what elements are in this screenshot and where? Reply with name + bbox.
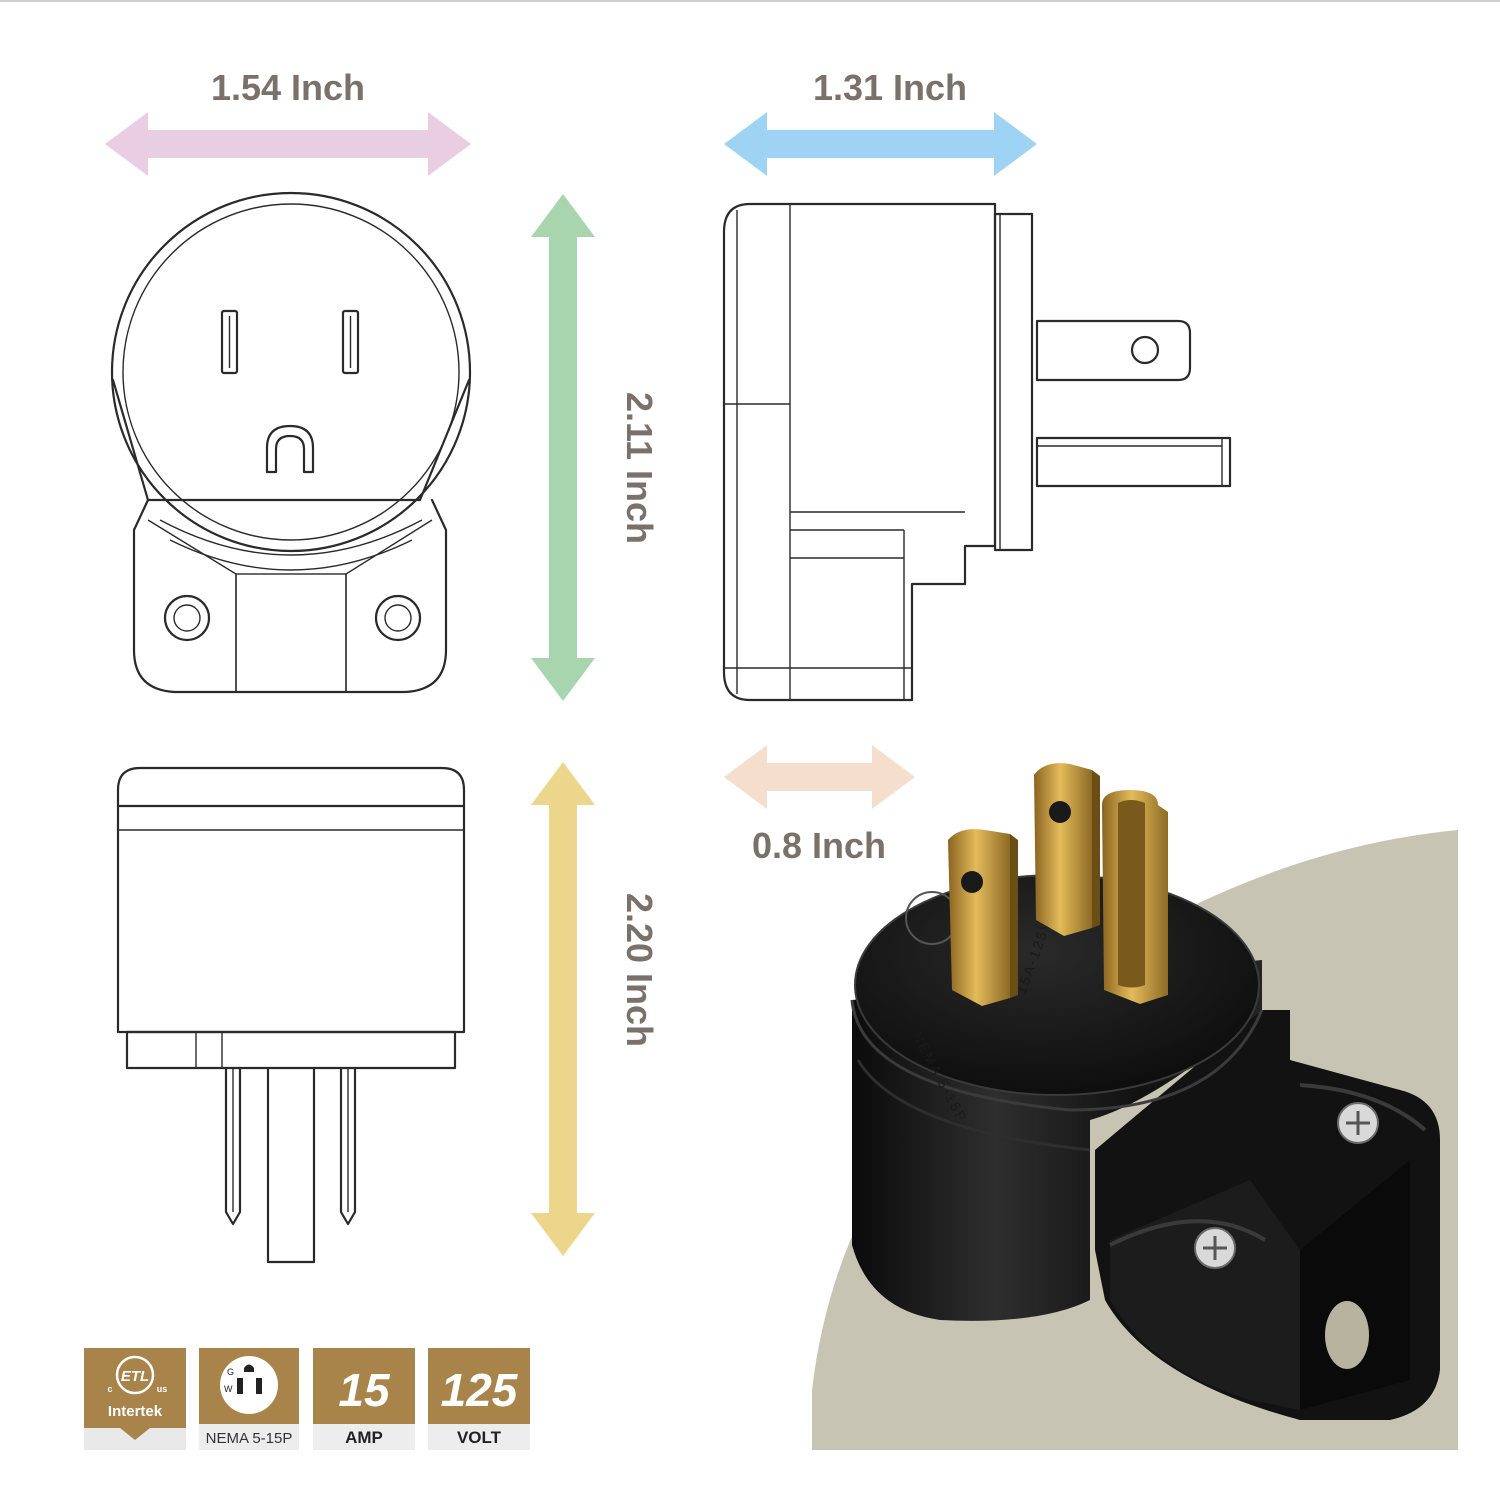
front-width-label: 1.54 Inch	[211, 67, 365, 108]
screw-hole-left	[163, 594, 211, 642]
nema-caption: NEMA 5-15P	[206, 1430, 293, 1447]
product-photo: NEMA 5-15P 15A-125V~	[812, 763, 1458, 1450]
volt-caption: VOLT	[457, 1428, 502, 1447]
bottom-height-label: 2.20 Inch	[619, 893, 660, 1047]
side-width-dimension: 1.31 Inch	[724, 67, 1037, 176]
outlet-slot-left	[220, 309, 239, 375]
bottom-pin-center	[266, 1066, 316, 1264]
gold-ground-pin	[1102, 790, 1168, 1004]
outlet-ground-hole	[265, 424, 315, 474]
etl-intertek-icon: ETL c us Intertek	[107, 1355, 168, 1420]
gold-blade-left	[948, 829, 1018, 1006]
badge-nema: G W NEMA 5-15P	[199, 1348, 299, 1450]
front-height-label: 2.11 Inch	[619, 392, 660, 544]
nema-outlet-icon: G W	[220, 1356, 278, 1414]
bottom-view-drawing	[116, 766, 466, 1264]
side-blade-ground	[1035, 436, 1232, 488]
front-width-arrow	[105, 112, 471, 176]
depth-label: 0.8 Inch	[752, 825, 886, 866]
amp-value: 15	[338, 1364, 391, 1416]
volt-value: 125	[441, 1364, 519, 1416]
svg-text:c: c	[107, 1384, 112, 1394]
svg-text:W: W	[224, 1384, 233, 1394]
badge-volt: 125 VOLT	[428, 1348, 530, 1450]
side-width-arrow	[724, 112, 1037, 176]
screw-hole-right	[374, 594, 422, 642]
svg-text:Intertek: Intertek	[108, 1403, 163, 1420]
front-width-dimension: 1.54 Inch	[105, 67, 471, 176]
gold-blade-center	[1034, 763, 1100, 936]
badge-amp: 15 AMP	[313, 1348, 415, 1450]
svg-text:G: G	[227, 1367, 234, 1377]
bottom-height-arrow	[531, 762, 595, 1256]
svg-text:ETL: ETL	[121, 1368, 149, 1385]
depth-dimension: 0.8 Inch	[724, 745, 915, 866]
bottom-pin-right	[339, 1066, 357, 1226]
front-view-drawing	[110, 191, 472, 694]
side-view-drawing	[722, 202, 1232, 702]
badge-etl: ETL c us Intertek	[84, 1348, 186, 1450]
depth-arrow	[724, 745, 915, 809]
side-blade-hot	[1035, 319, 1192, 382]
screw-top-icon	[1337, 1102, 1379, 1144]
svg-text:us: us	[157, 1384, 168, 1394]
bottom-pin-left	[224, 1066, 242, 1226]
side-width-label: 1.31 Inch	[813, 67, 967, 108]
amp-caption: AMP	[345, 1428, 383, 1447]
bottom-height-dimension: 2.20 Inch	[531, 762, 660, 1256]
screw-bottom-icon	[1194, 1227, 1236, 1269]
front-height-arrow	[531, 194, 595, 701]
outlet-slot-right	[341, 309, 360, 375]
front-height-dimension: 2.11 Inch	[531, 194, 660, 701]
